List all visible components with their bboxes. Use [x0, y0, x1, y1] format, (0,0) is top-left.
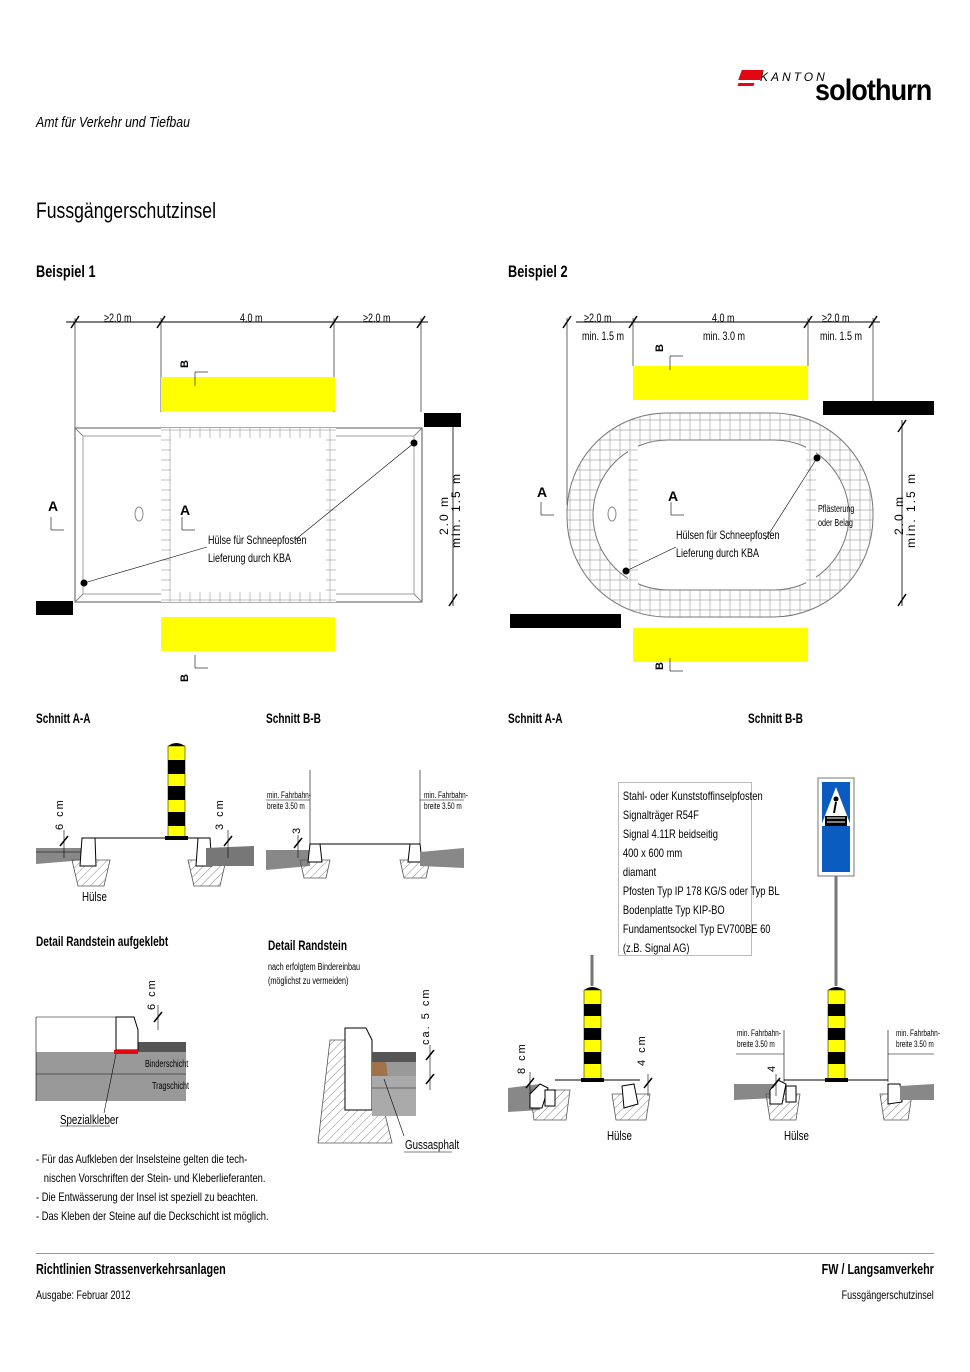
detail-glued-title: Detail Randstein aufgeklebt: [36, 933, 169, 949]
detail-randstein-title: Detail Randstein: [268, 937, 347, 953]
s1bb-fahrbahn-left-2: breite 3.50 m: [267, 801, 305, 811]
s2-8cm: 8 cm: [516, 1042, 528, 1074]
sign-spec-line: Signal 4.11R beidseitig: [622, 827, 718, 841]
s1bb-fahrbahn-left-1: min. Fahrbahn-: [267, 790, 311, 800]
ex2-min-mid: min. 3.0 m: [703, 329, 746, 343]
s1-3cm: 3 cm: [214, 798, 226, 830]
footer-divider: [36, 1253, 934, 1254]
note-line: - Das Kleben der Steine auf die Deckschi…: [36, 1209, 269, 1223]
ex2-section-a-left: A: [537, 484, 548, 500]
detail-randstein-sub-2: (möglichst zu vermeiden): [268, 976, 349, 987]
ex2-dim-mid: 4.0 m: [712, 311, 735, 325]
s2bb-4: 4: [766, 1065, 778, 1072]
s1bb-3: 3: [291, 827, 303, 834]
section1-aa: [36, 743, 254, 887]
sign-spec-line: Pfosten Typ IP 178 KG/S oder Typ BL: [622, 884, 780, 898]
sign-spec-line: Fundamentsockel Typ EV700BE 60: [622, 922, 771, 936]
example2-plan: [510, 315, 934, 672]
ex2-callout-1: Hülsen für Schneepfosten: [676, 528, 780, 542]
logo-solothurn: solothurn: [815, 74, 932, 107]
section1-bb: [266, 770, 464, 879]
example1-plan: [36, 315, 461, 669]
ex1-dim-left: ≥2.0 m: [104, 311, 132, 325]
s1bb-fahrbahn-right-1: min. Fahrbahn-: [424, 790, 468, 800]
note-line: - Die Entwässerung der Insel ist speziel…: [36, 1190, 259, 1204]
section2-aa: [508, 955, 653, 1121]
page-title: Fussgängerschutzinsel: [36, 198, 217, 223]
sign-spec-box: Stahl- oder Kunststoffinselpfosten Signa…: [618, 782, 780, 958]
footer-left-title: Richtlinien Strassenverkehrsanlagen: [36, 1261, 226, 1278]
gussasphalt-label: Gussasphalt: [405, 1137, 460, 1152]
detail-randstein: [317, 1027, 452, 1153]
example1-heading: Beispiel 1: [36, 262, 96, 281]
sign-spec-line: (z.B. Signal AG): [622, 941, 690, 955]
section2-aa-title: Schnitt A-A: [508, 710, 563, 726]
ex2-dim-right: ≥2.0 m: [822, 311, 850, 325]
ex1-callout-1: Hülse für Schneepfosten: [208, 533, 307, 547]
footer-right-title: FW / Langsamverkehr: [821, 1261, 934, 1278]
example2-heading: Beispiel 2: [508, 262, 568, 281]
detail-randstein-sub-1: nach erfolgtem Bindereinbau: [268, 962, 361, 973]
section1-aa-title: Schnitt A-A: [36, 710, 91, 726]
ex2-section-b-bottom: B: [653, 662, 666, 670]
note-line: nischen Vorschriften der Stein- und Kleb…: [36, 1171, 266, 1185]
s1bb-fahrbahn-right-2: breite 3.50 m: [424, 801, 462, 811]
sign-spec-line: Bodenplatte Typ KIP-BO: [622, 903, 725, 917]
footer-left-sub: Ausgabe: Februar 2012: [36, 1288, 131, 1302]
section2-bb: [734, 777, 934, 1121]
spezialkleber-label: Spezialkleber: [60, 1112, 119, 1127]
s1-huelse: Hülse: [82, 889, 107, 904]
ex1-section-a-right: A: [180, 502, 191, 518]
section1-bb-title: Schnitt B-B: [266, 710, 321, 726]
footer-right-sub: Fussgängerschutzinsel: [841, 1288, 934, 1302]
logo-kanton: KANTON: [760, 70, 828, 84]
section2-bb-title: Schnitt B-B: [748, 710, 803, 726]
s1-6cm: 6 cm: [54, 798, 66, 830]
ex1-dim-right: ≥2.0 m: [363, 311, 391, 325]
detail-6cm: 6 cm: [146, 978, 158, 1010]
binderschicht-label: Binderschicht: [145, 1059, 189, 1070]
ex1-section-b-top: B: [178, 360, 191, 368]
notes-list: - Für das Aufkleben der Inselsteine gelt…: [36, 1150, 269, 1226]
ex2-min-right: min. 1.5 m: [820, 329, 863, 343]
s2-huelse-right: Hülse: [784, 1128, 809, 1143]
ex1-section-b-bottom: B: [178, 674, 191, 682]
department: Amt für Verkehr und Tiefbau: [36, 114, 190, 131]
sign-spec-line: Stahl- oder Kunststoffinselpfosten: [622, 789, 763, 803]
ex2-dim-left: ≥2.0 m: [584, 311, 612, 325]
s2-4cm: 4 cm: [636, 1034, 648, 1066]
detail-ca5cm: ca. 5 cm: [420, 987, 432, 1045]
ex1-dim-mid: 4.0 m: [240, 311, 263, 325]
s2bb-fahrbahn-right-1: min. Fahrbahn-: [896, 1028, 940, 1038]
ex2-paving-1: Pflästerung: [818, 504, 855, 515]
ex2-section-b-top: B: [653, 344, 666, 352]
s2bb-fahrbahn-left-1: min. Fahrbahn-: [737, 1028, 781, 1038]
tragschicht-label: Tragschicht: [152, 1081, 189, 1092]
ex1-callout-2: Lieferung durch KBA: [208, 551, 292, 565]
ex2-callout-2: Lieferung durch KBA: [676, 546, 760, 560]
ex2-width-min: min. 1.5 m: [904, 471, 918, 548]
detail-glued: [35, 1005, 186, 1127]
sign-spec-line: diamant: [622, 865, 657, 879]
ex1-width-min: min. 1.5 m: [449, 471, 463, 548]
s2-huelse-left: Hülse: [607, 1128, 632, 1143]
sign-spec-line: Signalträger R54F: [622, 808, 699, 822]
ex1-section-a-left: A: [48, 498, 59, 514]
sign-spec-line: 400 x 600 mm: [622, 846, 683, 860]
ex2-section-a-right: A: [668, 488, 679, 504]
s2bb-fahrbahn-left-2: breite 3.50 m: [737, 1039, 775, 1049]
s2bb-fahrbahn-right-2: breite 3.50 m: [896, 1039, 934, 1049]
sign-spec-list: Stahl- oder Kunststoffinselpfosten Signa…: [619, 783, 780, 958]
ex2-paving-2: oder Belag: [818, 518, 853, 529]
note-line: - Für das Aufkleben der Inselsteine gelt…: [36, 1152, 248, 1166]
ex2-min-left: min. 1.5 m: [582, 329, 625, 343]
